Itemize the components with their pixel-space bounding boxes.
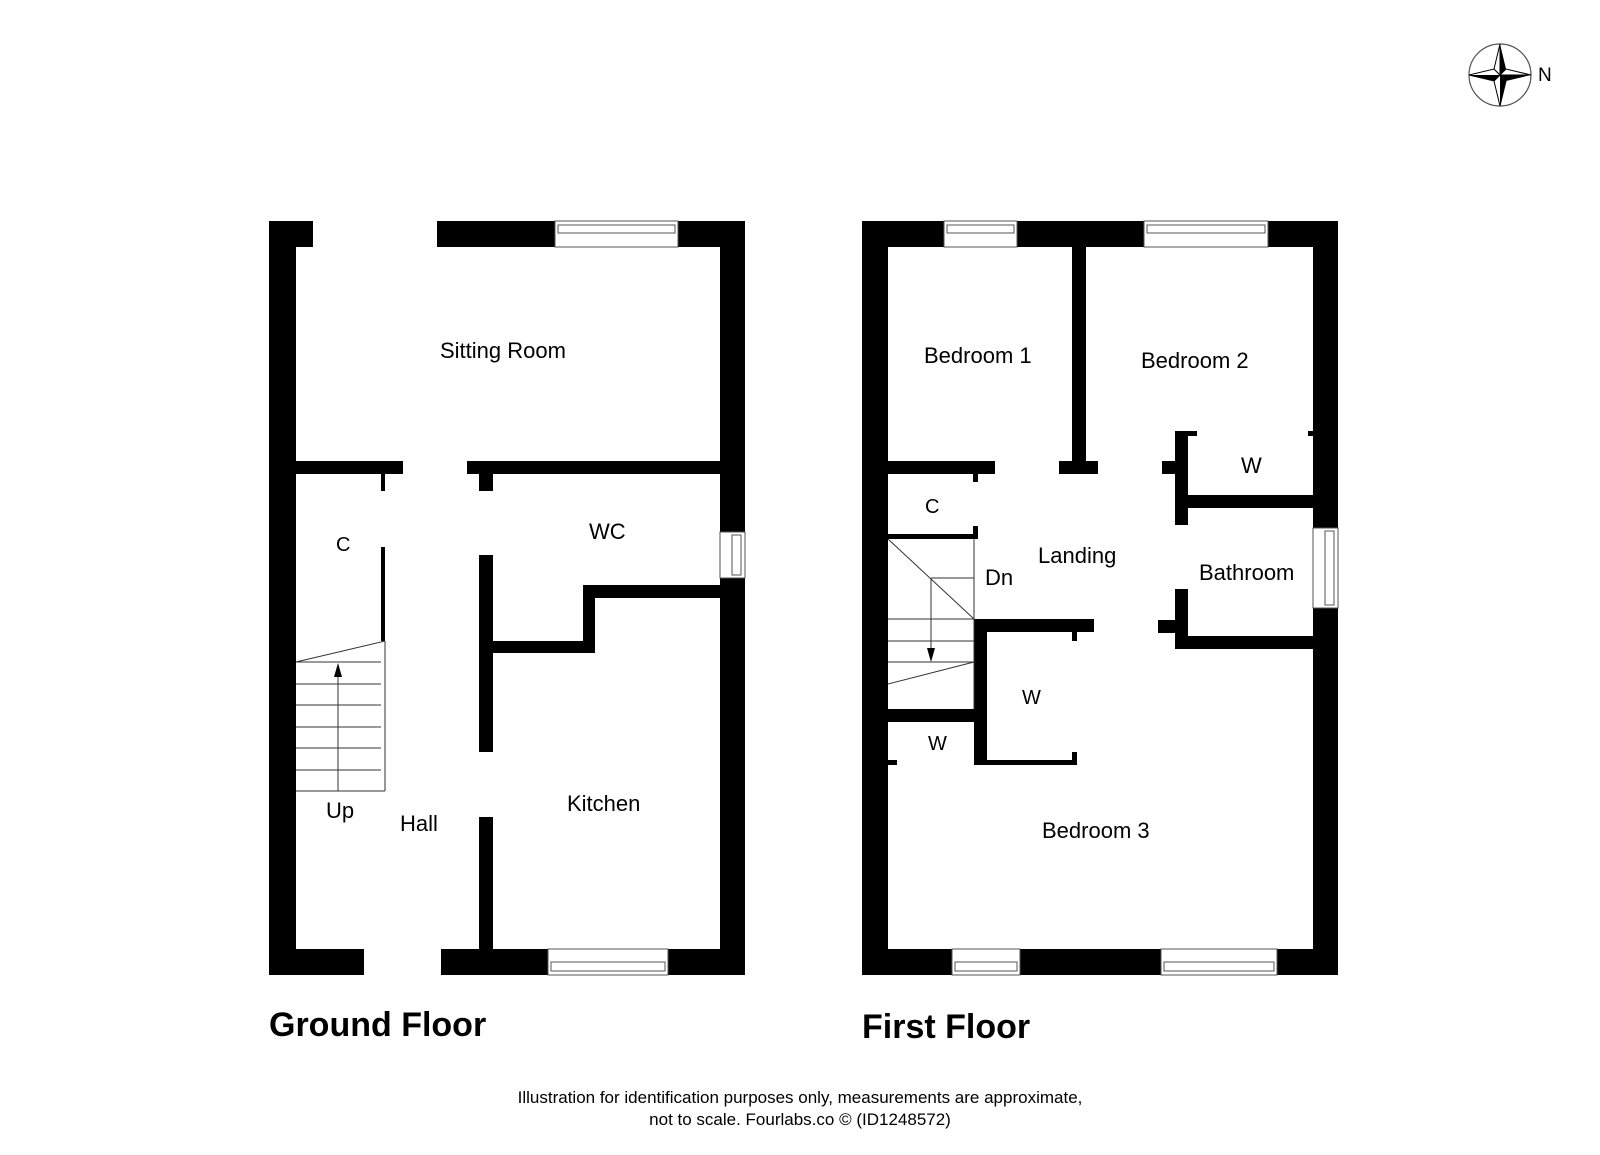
room-label-sitting-room: Sitting Room xyxy=(440,338,566,363)
room-label-stairs-down: Dn xyxy=(985,565,1014,590)
compass-rose-icon xyxy=(1468,43,1532,107)
first-floor-stairs xyxy=(887,538,975,709)
room-label-bathroom: Bathroom xyxy=(1199,560,1295,585)
floor-title-ground: Ground Floor xyxy=(269,1006,487,1044)
room-label-landing: Landing xyxy=(1038,543,1117,568)
ground-floor-stairs xyxy=(295,640,386,792)
ground-floor-walls xyxy=(269,221,745,975)
room-label-wardrobe-small: W xyxy=(928,733,947,755)
footer-line-1: Illustration for identification purposes… xyxy=(517,1088,1083,1107)
room-label-bedroom-2: Bedroom 2 xyxy=(1141,348,1249,373)
ground-floor-windows xyxy=(547,220,746,976)
footer-line-2: not to scale. Fourlabs.co © (ID1248572) xyxy=(649,1110,951,1129)
first-floor-walls xyxy=(862,221,1338,975)
room-label-bedroom-3: Bedroom 3 xyxy=(1042,818,1150,843)
room-label-wardrobe-bedroom-3: W xyxy=(1022,687,1041,709)
room-label-bedroom-1: Bedroom 1 xyxy=(924,343,1032,368)
floor-title-first: First Floor xyxy=(862,1008,1031,1046)
room-label-wardrobe-bedroom-2: W xyxy=(1241,453,1262,478)
room-label-cupboard-first: C xyxy=(925,496,940,518)
room-label-kitchen: Kitchen xyxy=(567,791,641,816)
room-label-wc: WC xyxy=(589,519,626,544)
room-label-cupboard: C xyxy=(336,534,351,556)
room-label-hall: Hall xyxy=(400,811,438,836)
first-floor-windows xyxy=(943,220,1339,976)
footer-disclaimer: Illustration for identification purposes… xyxy=(0,1087,1600,1131)
compass-north-label: N xyxy=(1538,65,1552,86)
room-label-stairs-up: Up xyxy=(326,798,355,823)
